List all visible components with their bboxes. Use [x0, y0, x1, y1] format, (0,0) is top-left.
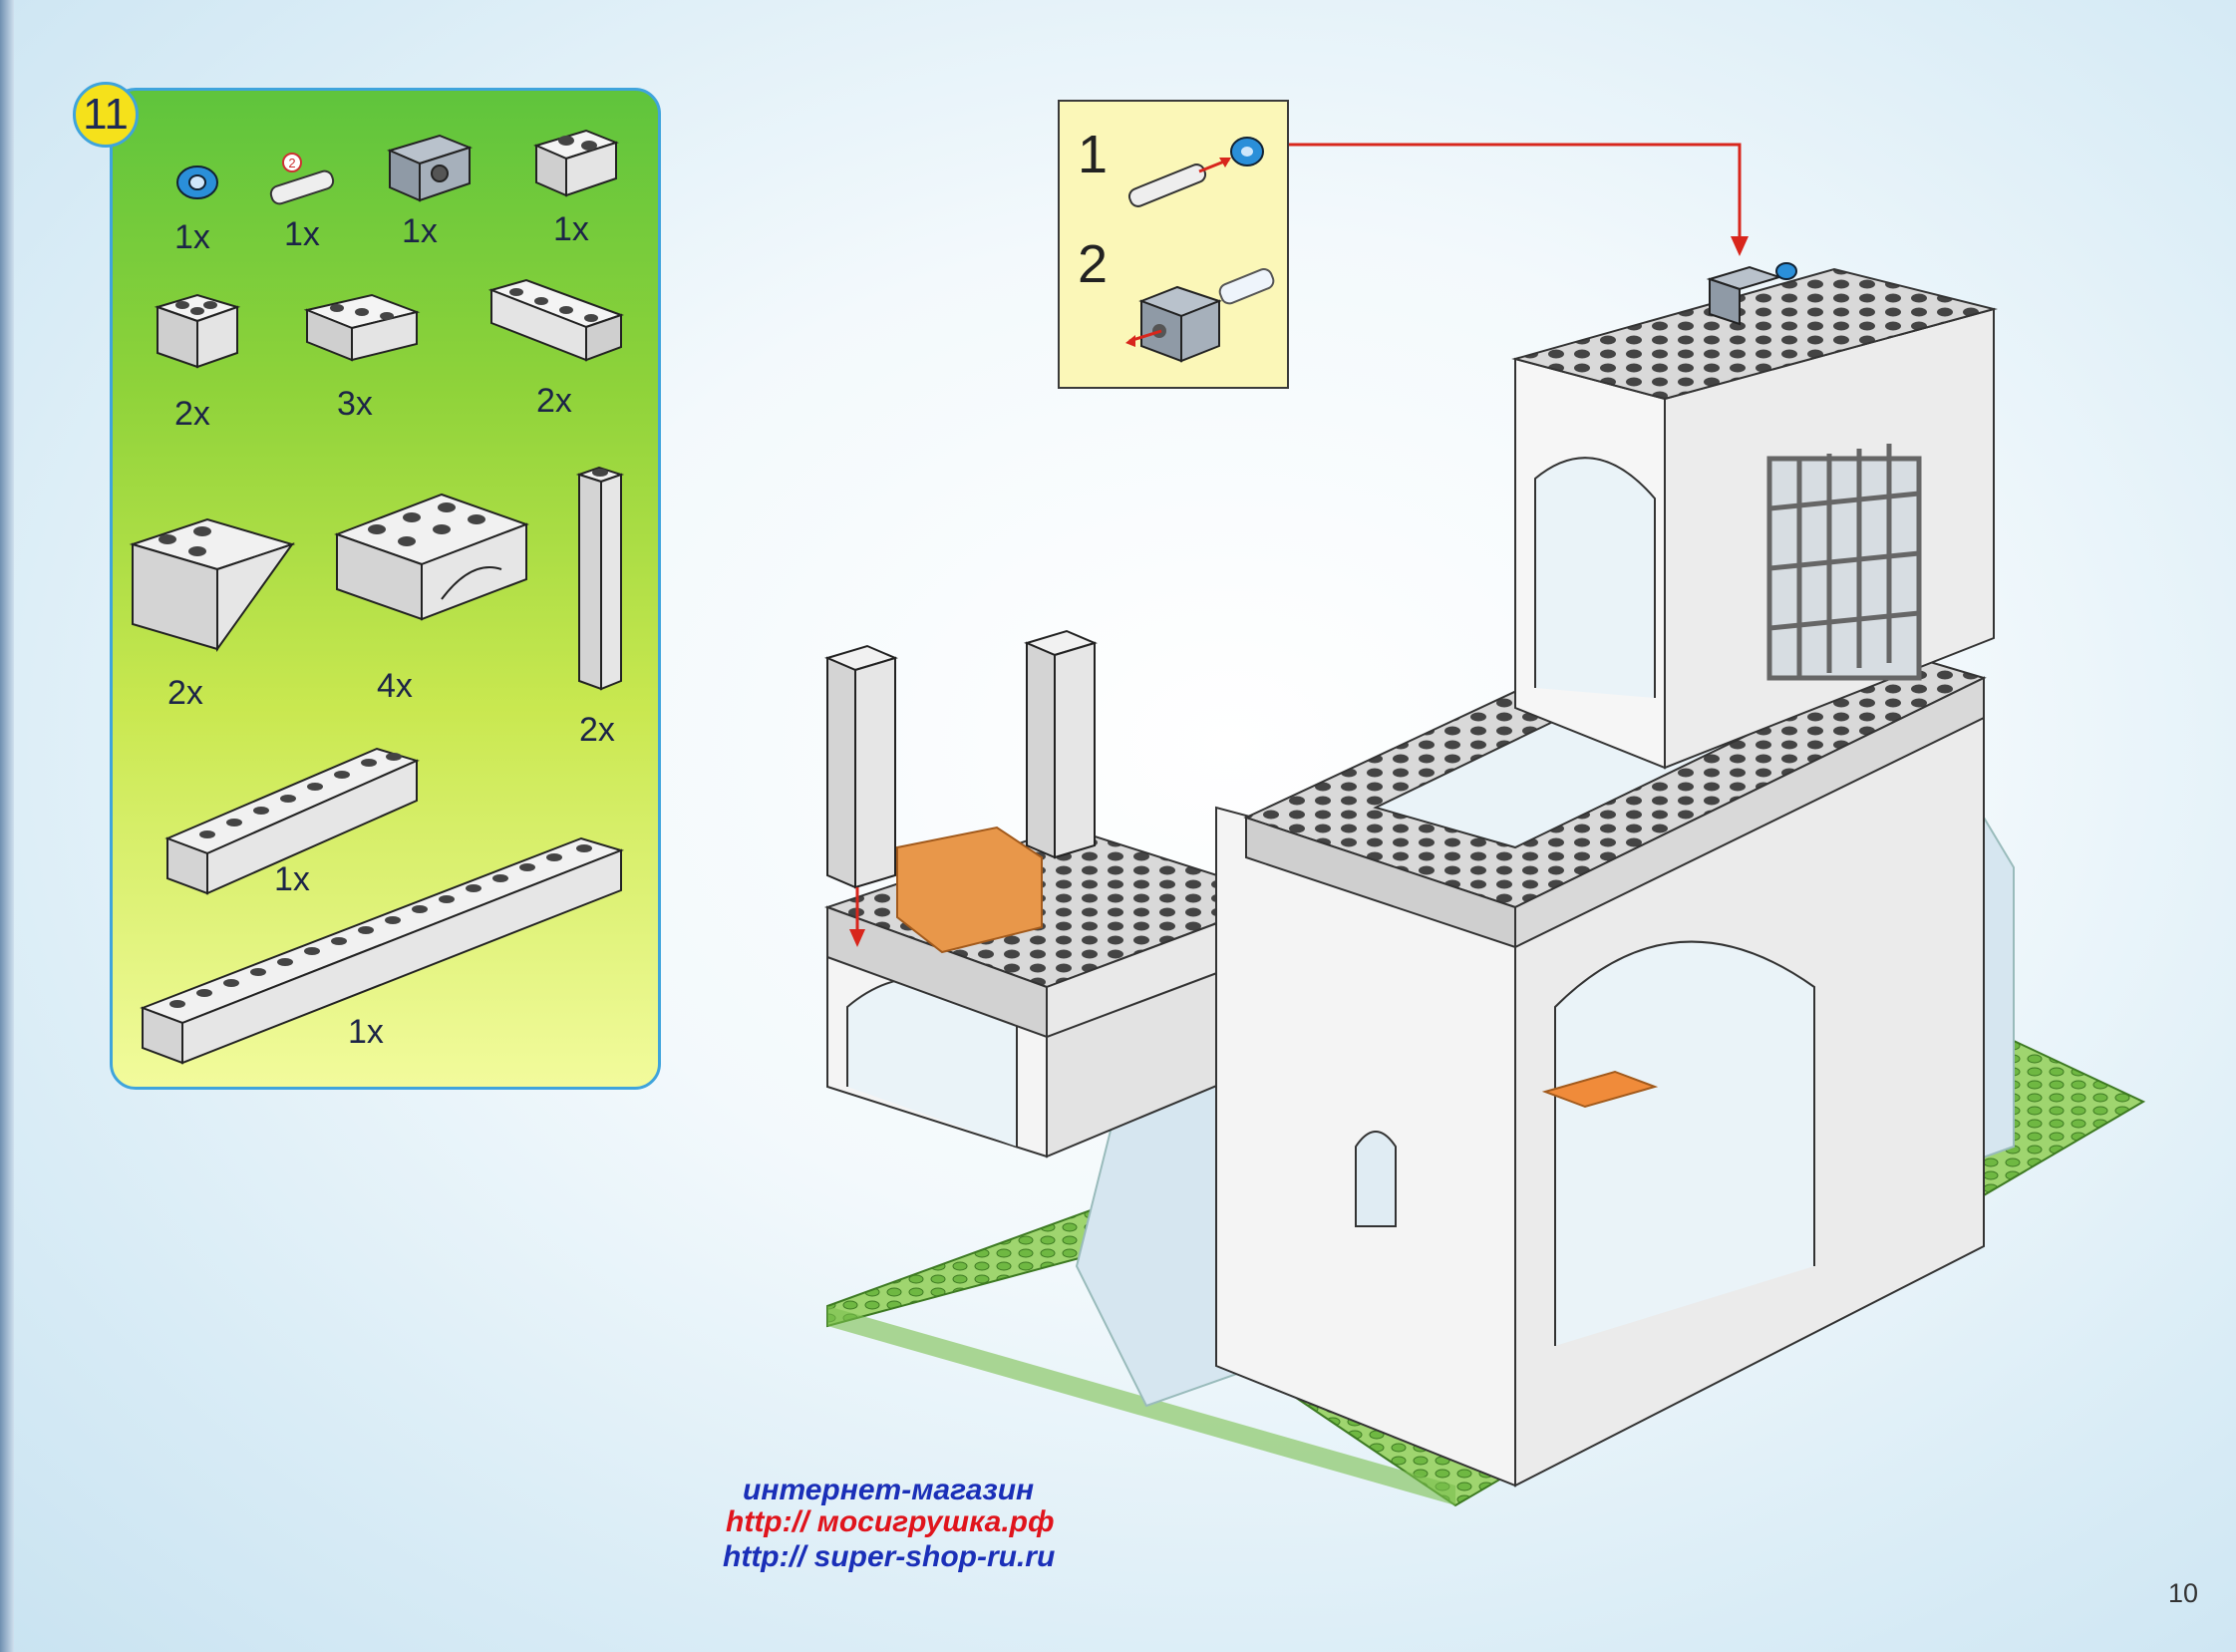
footer-link-mosigrushka[interactable]: http:// мосигрушка.рф	[726, 1505, 1055, 1538]
brick-1x16-part	[140, 836, 625, 1065]
footer-shop-label: интернет-магазин	[743, 1474, 1035, 1506]
page-binding-edge	[0, 0, 14, 1652]
qty-brick-1x3: 3x	[337, 385, 373, 423]
brick-1x3-part	[303, 293, 421, 362]
qty-column: 2x	[579, 711, 615, 749]
blue-bush-part	[176, 165, 218, 199]
axle-pin-part: 2	[269, 153, 335, 205]
footer-link-super-shop[interactable]: http:// super-shop-ru.ru	[723, 1540, 1056, 1573]
technic-brick-part	[387, 134, 473, 202]
qty-arch-brick: 4x	[377, 667, 413, 705]
qty-brick-1x16: 1x	[348, 1013, 384, 1051]
column-part	[575, 466, 625, 691]
callout-pointer-arrow	[1289, 143, 1749, 256]
qty-brick-1x2: 1x	[553, 210, 589, 248]
arch-brick-part	[334, 493, 529, 621]
callout-step-1: 1	[1078, 125, 1109, 184]
callout-illustration	[1125, 137, 1275, 363]
sub-assembly-callout: 1 2	[1058, 100, 1289, 389]
qty-technic-brick: 1x	[402, 212, 438, 250]
callout-step-2: 2	[1078, 234, 1109, 294]
qty-blue-bush: 1x	[174, 218, 210, 256]
qty-brick-2x2: 2x	[174, 395, 210, 433]
brick-2x2-part	[154, 293, 241, 369]
step-number-badge: 11	[73, 82, 139, 148]
brick-1x8-part	[164, 747, 420, 895]
brick-1x4-part	[487, 278, 624, 362]
qty-corner-slope: 2x	[167, 674, 203, 712]
parts-panel: 2 1x 1x 1x 1x 2x 3x 2x	[110, 88, 661, 1090]
castle-model-illustration	[823, 262, 2146, 1507]
corner-slope-part	[129, 517, 296, 653]
qty-brick-1x4: 2x	[536, 382, 572, 420]
qty-axle-pin: 1x	[284, 215, 320, 253]
page-number: 10	[2168, 1578, 2199, 1608]
svg-text:2: 2	[288, 156, 295, 170]
brick-1x2-part	[533, 129, 619, 197]
portcullis	[1766, 444, 1922, 681]
qty-brick-1x8: 1x	[274, 860, 310, 898]
